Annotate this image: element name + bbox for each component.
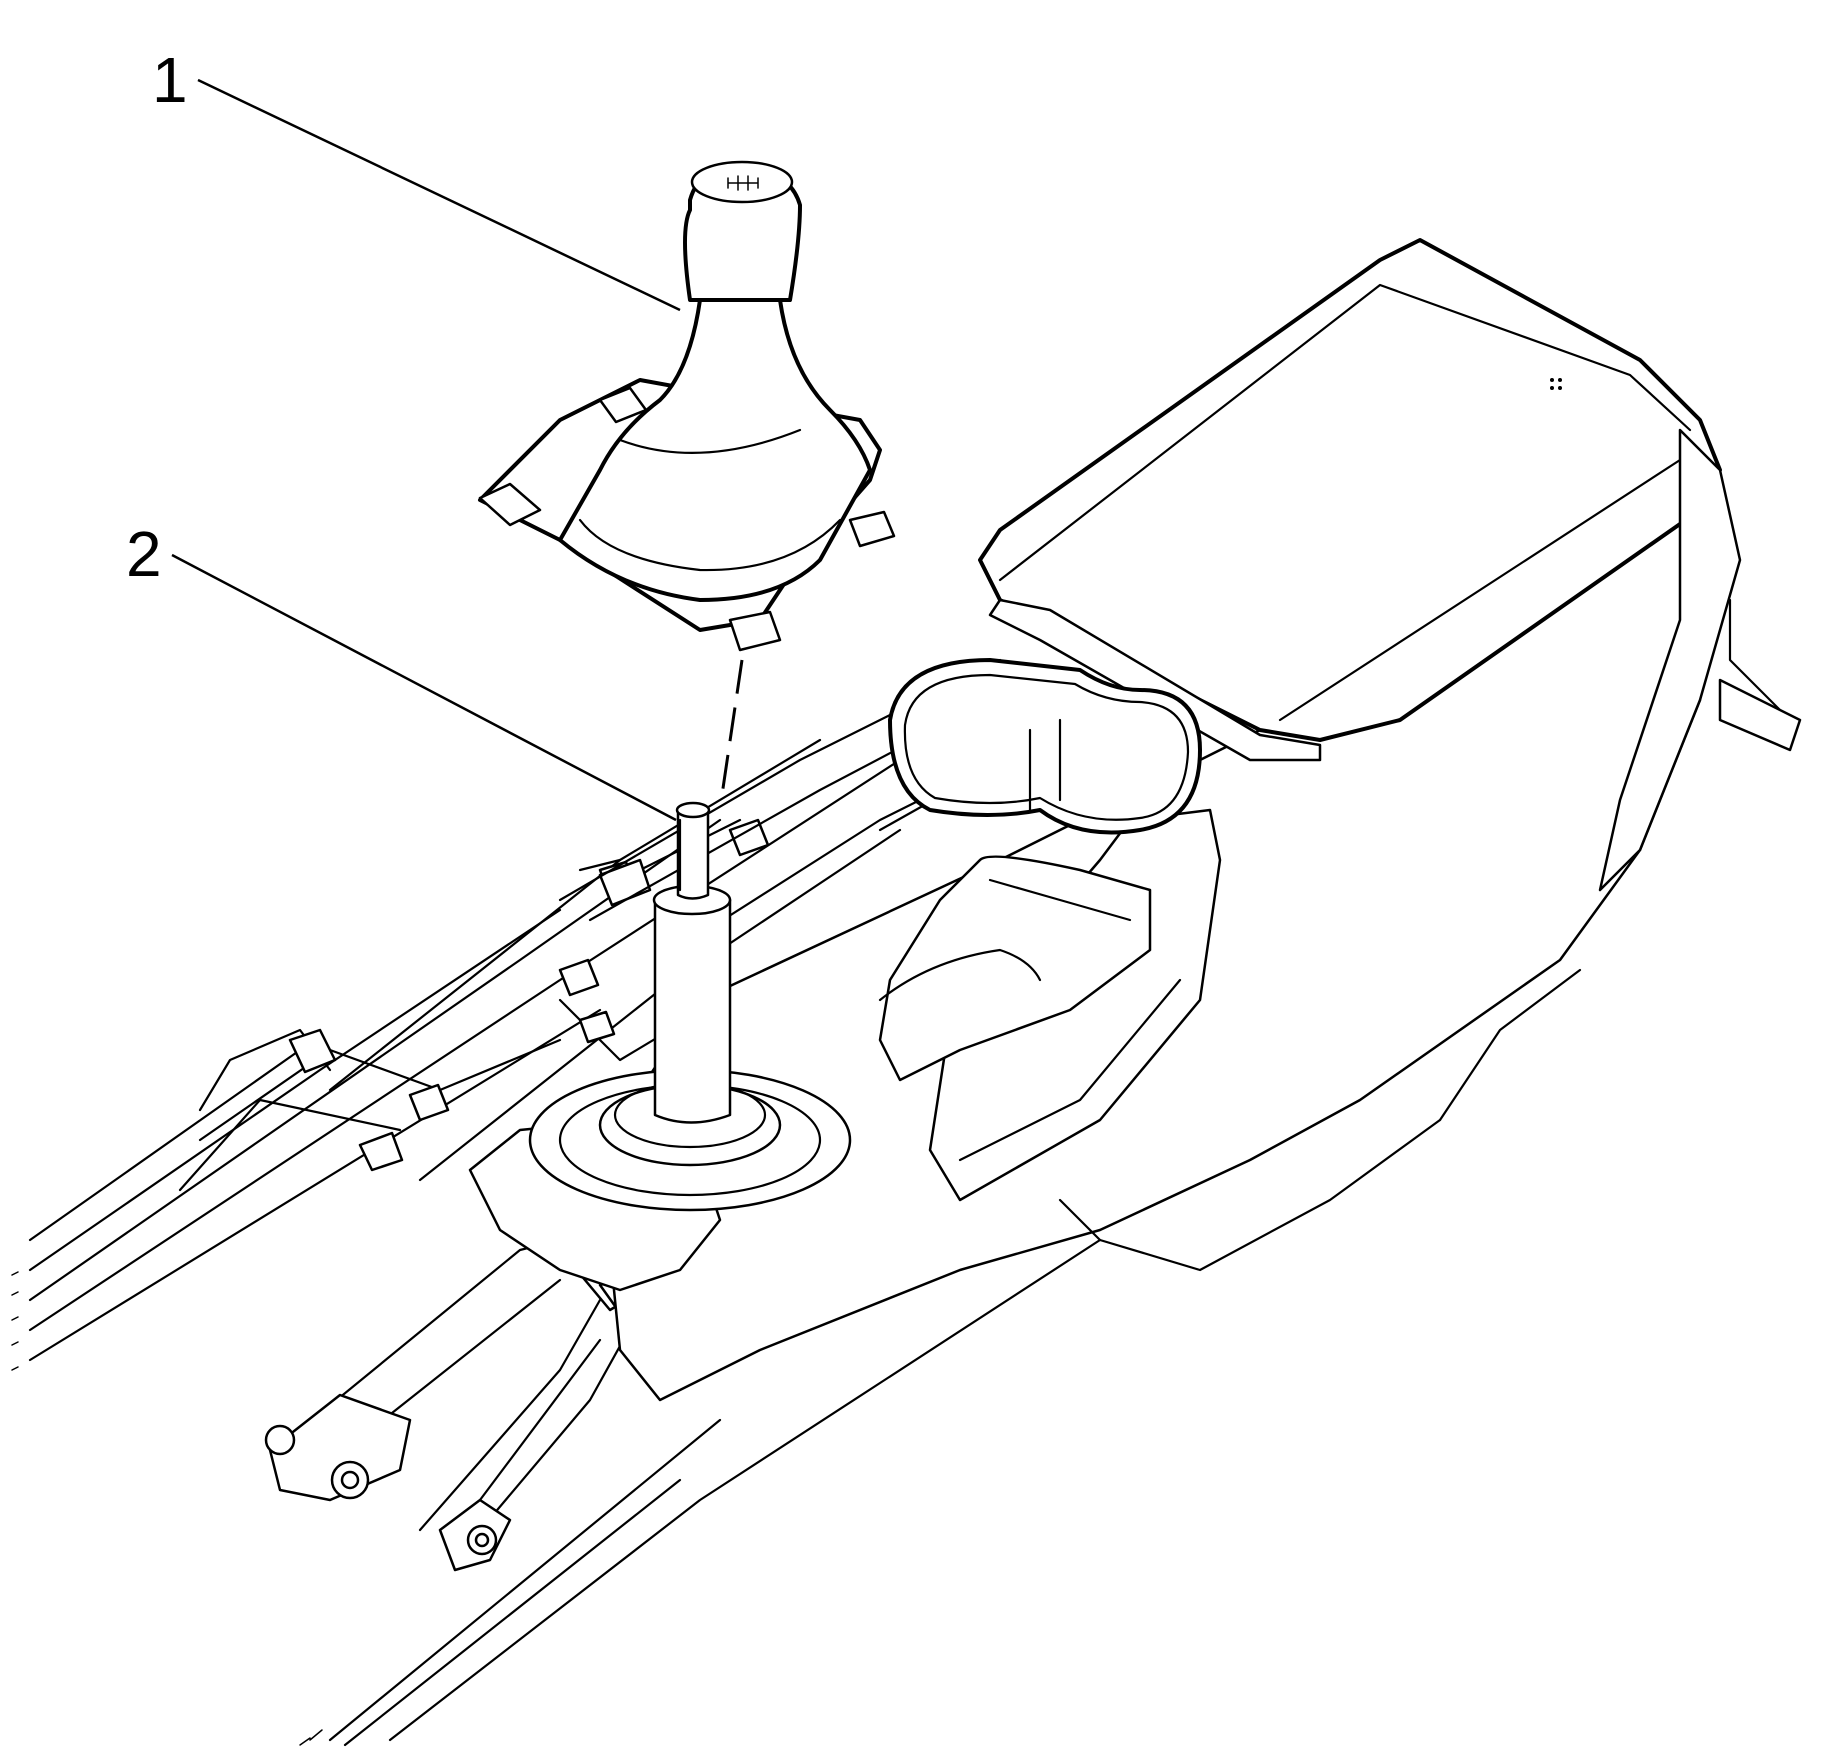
armrest: [978, 238, 1802, 892]
cup-holders: [878, 658, 1202, 1082]
shift-boot: [478, 160, 896, 652]
callout-1: 1: [152, 44, 188, 116]
leader-line-2: [171, 553, 677, 822]
leader-line-1: [197, 78, 681, 312]
shift-lever: [528, 801, 852, 1212]
assembly-axis-line: [720, 659, 744, 796]
callout-2: 2: [126, 518, 162, 590]
